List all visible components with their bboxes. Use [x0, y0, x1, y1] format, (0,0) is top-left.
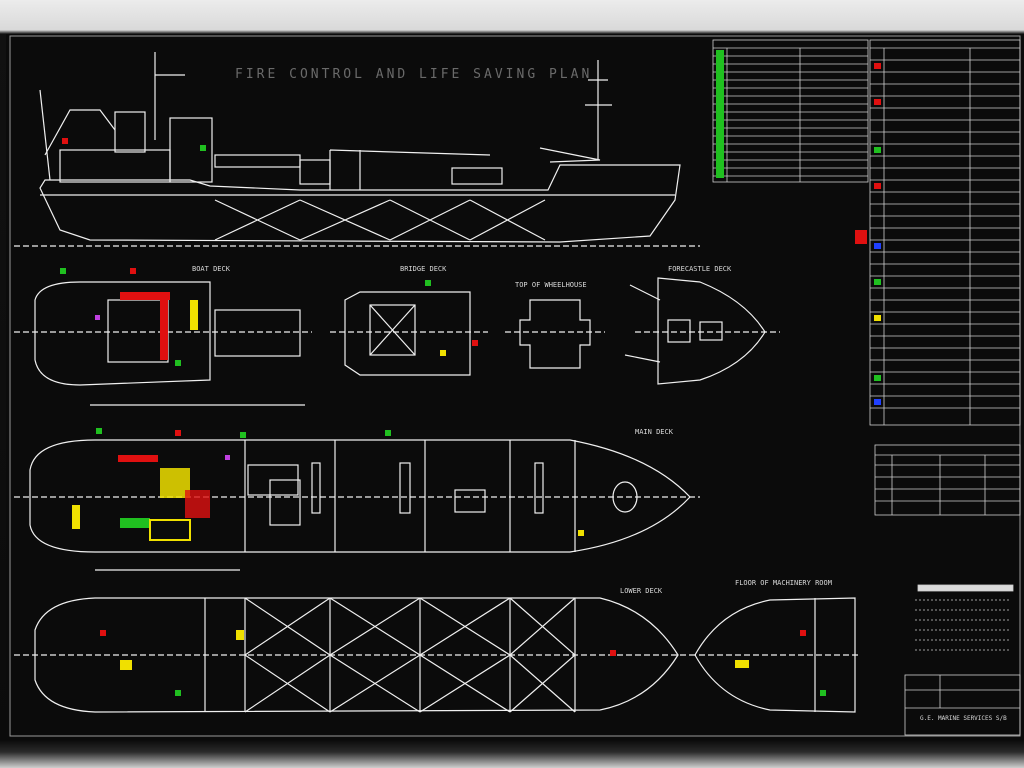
particulars-table [874, 444, 1021, 516]
machinery-room-markers [735, 630, 826, 696]
lower-deck-label: LOWER DECK [620, 587, 663, 595]
fire-fighting-legend-table [869, 39, 1021, 426]
main-deck-plan [14, 439, 700, 571]
lower-deck-markers [100, 630, 616, 696]
profile-markers [62, 138, 206, 151]
boat-deck-label: BOAT DECK [192, 265, 231, 273]
main-deck-markers [72, 428, 584, 541]
bridge-deck-markers [425, 280, 478, 356]
floor-of-machinery-room-label: FLOOR OF MACHINERY ROOM [735, 579, 832, 587]
main-deck-label: MAIN DECK [635, 428, 674, 436]
title-block [904, 674, 1021, 736]
top-of-wheelhouse-plan [505, 299, 605, 369]
boat-deck-markers [60, 268, 198, 366]
lower-deck-plan [14, 597, 690, 713]
title-block-company: G.E. MARINE SERVICES S/B [920, 715, 1007, 722]
machinery-room-plan [690, 597, 860, 713]
life-saving-legend-table [712, 39, 869, 183]
principal-dimensions [915, 584, 1014, 651]
bridge-deck-label: BRIDGE DECK [400, 265, 447, 273]
bridge-deck-plan [330, 291, 488, 376]
fire-legend-symbols [855, 63, 881, 405]
top-of-wheelhouse-label: TOP OF WHEELHOUSE [515, 281, 587, 289]
forecastle-deck-plan [624, 277, 780, 385]
profile-view [14, 52, 700, 247]
drawing-title: FIRE CONTROL AND LIFE SAVING PLAN [235, 67, 592, 82]
forecastle-deck-label: FORECASTLE DECK [668, 265, 732, 273]
